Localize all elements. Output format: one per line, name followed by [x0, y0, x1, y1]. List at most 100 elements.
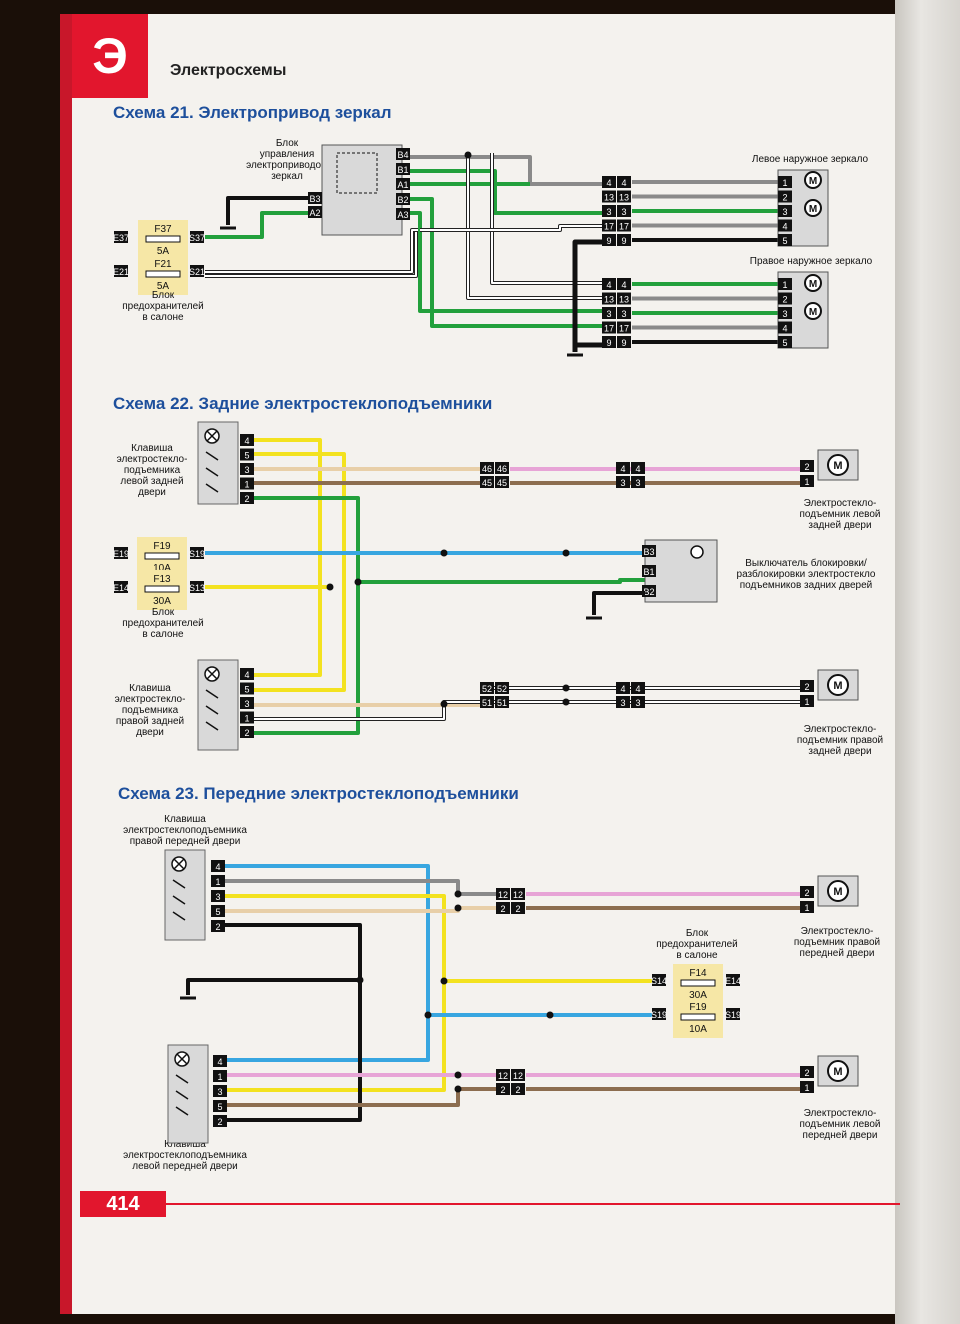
switch-pin [240, 668, 254, 680]
lock-switch-label: Выключатель блокировки/ [745, 557, 867, 569]
connector-21b: 4 [606, 280, 611, 290]
fuse-pin [114, 581, 128, 593]
motor-pin [800, 901, 814, 913]
fuse-pin [726, 974, 740, 986]
lamp-icon [206, 430, 218, 442]
motor-pin: 2 [804, 1068, 809, 1078]
right-rear-switch-label: подъемника [122, 705, 179, 716]
switch-pin [240, 463, 254, 475]
connector-23-left: 12 [513, 1071, 523, 1081]
motor-pin [800, 886, 814, 898]
switch-contact [205, 451, 219, 461]
motor-icon [804, 171, 822, 189]
connector-21a: 4 [606, 178, 611, 188]
junction-dot [546, 1011, 554, 1019]
switch-pin [213, 1055, 227, 1067]
mirror-pin: 3 [782, 309, 787, 319]
switch-contact [205, 689, 219, 699]
connector-21b: 17 [604, 324, 614, 334]
mirror-pin: 2 [782, 295, 787, 305]
switch-pin: 3 [244, 699, 249, 709]
fuse-pin: S21 [189, 267, 205, 277]
fuse-pin [190, 265, 204, 277]
wire-blue [225, 864, 430, 1062]
lock-pin [642, 585, 656, 597]
connector-22-left [616, 462, 630, 474]
left-rear-motor-label: задней двери [808, 520, 871, 531]
wire-black [225, 923, 362, 1122]
switch-pin [240, 477, 254, 490]
connector-22-left: 3 [620, 478, 625, 488]
fuse-block-label: Блок [152, 290, 175, 301]
motor-pin [800, 1066, 814, 1078]
mirror-pin: 3 [782, 207, 787, 217]
switch-pin [240, 682, 254, 695]
section-title: Электросхемы [170, 62, 287, 79]
connector-23-right [511, 888, 525, 900]
switch-contact [172, 911, 186, 921]
control-pin-B2 [396, 193, 410, 205]
control-pin-A3 [396, 208, 410, 220]
wire-black [186, 978, 360, 995]
motor-pin [800, 475, 814, 487]
fuse-pin: S37 [189, 233, 205, 243]
fuse-rating: 30A [689, 990, 707, 1001]
mirror-pin [778, 176, 792, 188]
switch-pin [213, 1085, 227, 1097]
fuse-id: F19 [689, 1002, 707, 1013]
fuse-pin [652, 974, 666, 986]
fuse-pin [190, 581, 204, 593]
fuse-block-label: в салоне [142, 312, 184, 323]
connector-23-right [511, 902, 525, 914]
motor-icon: M [809, 279, 817, 290]
junction-dot [356, 976, 364, 984]
connector-22-right [480, 682, 494, 694]
switch-pin [240, 434, 254, 446]
mirror-pin [778, 292, 792, 305]
junction-dot [454, 890, 462, 898]
switch-pin: 5 [215, 907, 220, 917]
lock-pin [642, 545, 656, 557]
motor-icon [827, 880, 849, 902]
switch-pin [211, 905, 225, 917]
wire-green [254, 496, 360, 735]
mirror-pin [778, 336, 792, 348]
fuse-element [145, 235, 181, 243]
page-number: 414 [80, 1191, 166, 1217]
connector-23-left [496, 1083, 510, 1095]
wire-black [572, 239, 602, 348]
connector-21a: 13 [619, 193, 629, 203]
connector-22-right: 52 [497, 684, 507, 694]
lamp-icon [176, 1053, 188, 1065]
motor-icon: M [809, 204, 817, 215]
connector-21b [617, 336, 631, 348]
mirror-pin: 1 [782, 178, 787, 188]
connector-21b: 9 [621, 338, 626, 348]
junction-dot [326, 583, 334, 591]
wire-double [205, 229, 420, 273]
connector-22-left: 46 [482, 464, 492, 474]
connector-21a: 4 [621, 178, 626, 188]
fuse-pin [114, 231, 128, 243]
switch-contact [205, 721, 219, 731]
control-pin-B4: B4 [397, 150, 408, 160]
control-unit-label: зеркал [271, 171, 303, 182]
switch-pin: 4 [215, 862, 220, 872]
left-front-switch-label: Клавиша [164, 1139, 206, 1150]
mirror-pin [778, 205, 792, 217]
right-rear-switch-label: электростекло- [115, 694, 186, 705]
motor-pin [800, 695, 814, 707]
switch-pin [213, 1100, 227, 1112]
fuse-pin: S13 [189, 583, 205, 593]
fuse-pin [190, 231, 204, 243]
switch-pin: 3 [215, 892, 220, 902]
right-front-switch-label: Клавиша [164, 814, 206, 825]
fuse-pin: S19 [725, 1010, 741, 1020]
left-rear-switch-label: электростекло- [117, 454, 188, 465]
connector-21b [617, 278, 631, 290]
connector-22-left [480, 476, 494, 488]
connector-21a [602, 190, 616, 203]
left-rear-motor-label: Электростекло- [804, 498, 877, 509]
junction-dot [454, 1071, 462, 1079]
connector-21a: 13 [604, 193, 614, 203]
